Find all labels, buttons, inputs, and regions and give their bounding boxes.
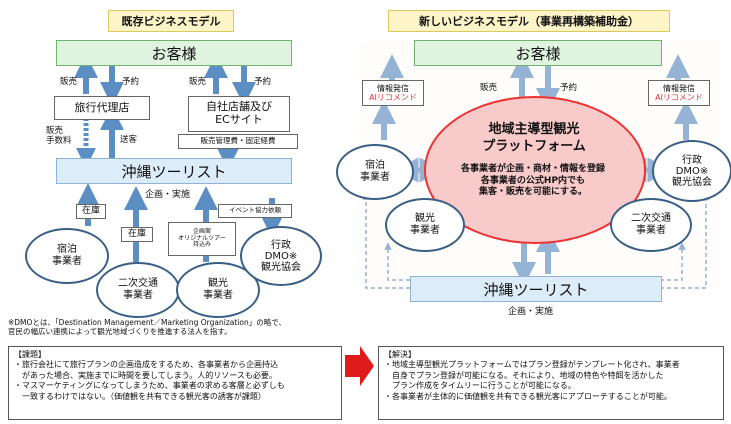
- solutions-heading: 【解決】: [384, 350, 416, 359]
- left-plan-impl-label: 企画・実施: [145, 190, 191, 200]
- solutions-line: ・地域主導型観光プラットフォームではプラン登録がテンプレート化され、事業者: [384, 360, 680, 370]
- info-box-right-label: 情報発信: [663, 83, 695, 93]
- inventory-box-1: 在庫: [76, 204, 106, 219]
- solutions-line: ・各事業者が主体的に価値観を共有できる観光客にアプローチすることが可能。: [384, 391, 672, 401]
- inventory-box-2: 在庫: [121, 227, 153, 242]
- platform-title: 地域主導型観光 プラットフォーム: [482, 122, 586, 154]
- original-tour-box: 企画案 オリジナルツアー 持込み: [168, 222, 236, 256]
- ai-recommend-right: AIリコメンド: [655, 93, 703, 102]
- solutions-line: 自身でプラン登録が可能になる。それにより、地域の特色や特餌を活かした: [384, 370, 664, 380]
- info-box-left-label: 情報発信: [377, 83, 409, 93]
- right-sales-label: 販売: [480, 83, 498, 93]
- issues-line: があった場合、実施までに時間を要してしまう。人的リソースも必要。: [14, 370, 277, 380]
- right-reserve-label: 予約: [560, 83, 578, 93]
- left-sales-label: 販売: [60, 77, 78, 87]
- left-lodging-ellipse: 宿泊 事業者: [25, 228, 109, 284]
- ai-recommend-left: AIリコメンド: [369, 93, 417, 102]
- left-sales-label-2: 販売: [189, 77, 207, 87]
- issues-line: ・マスマーケティングになってしまうため、事業者の求める客層と必ずしも: [14, 381, 285, 391]
- dashed-loop-left-inner: [384, 242, 410, 281]
- left-admin-ellipse: 行政 DMO※ 観光協会: [240, 226, 322, 286]
- mgmt-cost-box: 販売管理費・固定経費: [178, 134, 298, 149]
- left-customer-box: お客様: [56, 40, 292, 66]
- issues-line: 一致するわけではない。（価値観を共有できる観光客の誘客が課題）: [14, 391, 266, 401]
- right-customer-box: お客様: [414, 40, 662, 66]
- left-okinawa-box: 沖縄ツーリスト: [56, 158, 292, 184]
- left-title: 既存ビジネスモデル: [108, 10, 234, 32]
- dashed-loop-left-outer: [362, 192, 410, 289]
- dashed-loop-right-outer: [660, 192, 710, 289]
- issues-line: ・旅行会社にて旅行プランの企画造成をするため、各事業者から企画持込: [14, 360, 278, 370]
- right-plan-impl-label: 企画・実施: [508, 307, 554, 317]
- transition-arrow: [345, 346, 374, 386]
- right-tourism-ellipse: 観光 事業者: [385, 198, 465, 252]
- info-box-left: 情報発信 AIリコメンド: [362, 80, 424, 106]
- own-store-box: 自社店舗及び ECサイト: [188, 96, 290, 132]
- right-transport-ellipse: 二次交通 事業者: [610, 198, 692, 252]
- issues-heading: 【課題】: [14, 350, 46, 359]
- info-box-right: 情報発信 AIリコメンド: [648, 80, 710, 106]
- commission-label: 販売 手数料: [46, 126, 72, 147]
- right-admin-ellipse: 行政 DMO※ 観光協会: [652, 140, 731, 202]
- dashed-loop-right-inner: [660, 242, 686, 281]
- left-reserve-label-2: 予約: [254, 77, 272, 87]
- left-transport-ellipse: 二次交通 事業者: [96, 262, 180, 318]
- dmo-footnote: ※DMOとは、「Destination Management／Marketing…: [8, 318, 286, 337]
- issues-panel: 【課題】 ・旅行会社にて旅行プランの企画造成をするため、各事業者から企画持込 が…: [8, 346, 342, 420]
- solutions-line: プラン作成をタイムリーに行うことが可能になる。: [384, 381, 576, 391]
- right-lodging-ellipse: 宿泊 事業者: [336, 144, 414, 200]
- solutions-panel: 【解決】 ・地域主導型観光プラットフォームではプラン登録がテンプレート化され、事…: [378, 346, 724, 420]
- right-title: 新しいビジネスモデル（事業再構築補助金）: [388, 10, 670, 32]
- remit-label: 送客: [120, 135, 138, 145]
- event-coop-box: イベント協力依頼: [218, 204, 292, 218]
- travel-agency-box: 旅行代理店: [54, 96, 150, 120]
- platform-description: 各事業者が企画・商材・情報を登録 各事業者の公式HP内でも 集客・販売を可能にす…: [460, 164, 605, 198]
- left-reserve-label: 予約: [122, 77, 140, 87]
- right-okinawa-box: 沖縄ツーリスト: [410, 276, 662, 302]
